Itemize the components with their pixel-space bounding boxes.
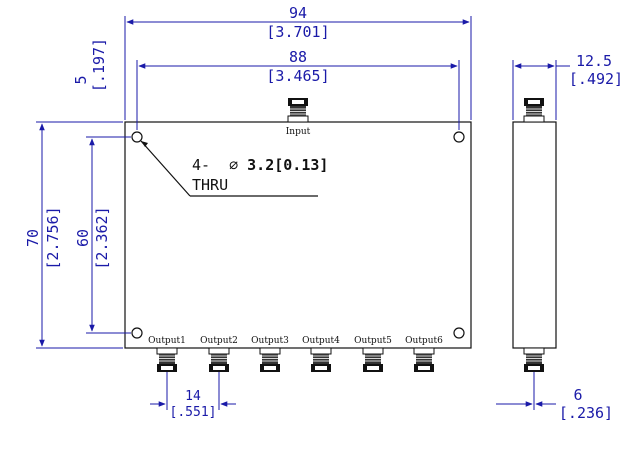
dim-connector-pitch-inch: [.551] bbox=[170, 405, 217, 420]
dim-body-depth-mm: 12.5 bbox=[576, 52, 612, 70]
side-output-connector bbox=[523, 347, 545, 373]
dim-hole-spacing-width-mm: 88 bbox=[289, 48, 307, 66]
front-view: Input Output1 Output2 Output3 Output4 Ou… bbox=[124, 97, 472, 373]
output-label-2: Output2 bbox=[200, 336, 238, 346]
input-label: Input bbox=[286, 127, 311, 137]
hole-callout: 4- ⌀ 3.2[0.13] THRU bbox=[140, 140, 328, 197]
dim-connector-pitch: 14 [.551] bbox=[150, 372, 236, 420]
dim-hole-spacing-width: 88 [3.465] bbox=[136, 48, 460, 130]
dim-connector-offset: 6 [.236] bbox=[496, 372, 613, 422]
dim-hole-spacing-height-mm: 60 bbox=[74, 229, 92, 247]
output-connector-4 bbox=[310, 347, 332, 373]
output-label-5: Output5 bbox=[354, 336, 392, 346]
dim-overall-width-mm: 94 bbox=[289, 4, 307, 22]
dim-overall-height-inch: [2.756] bbox=[44, 206, 62, 269]
dim-hole-edge-offset-mm: 5 bbox=[72, 75, 90, 84]
output-label-1: Output1 bbox=[148, 336, 186, 346]
output-connector-1 bbox=[156, 347, 178, 373]
dim-overall-width: 94 [3.701] bbox=[124, 4, 472, 120]
output-connector-3 bbox=[259, 347, 281, 373]
dim-connector-pitch-mm: 14 bbox=[185, 389, 201, 404]
mounting-hole-bottom-right bbox=[453, 327, 465, 339]
hole-callout-type: THRU bbox=[192, 176, 228, 194]
side-view bbox=[512, 97, 557, 373]
dim-connector-offset-mm: 6 bbox=[573, 386, 582, 404]
output-connector-5 bbox=[362, 347, 384, 373]
mounting-hole-top-right bbox=[453, 131, 465, 143]
input-connector bbox=[287, 97, 309, 123]
dim-overall-height: 70 [2.756] bbox=[24, 121, 123, 349]
output-label-6: Output6 bbox=[405, 336, 443, 346]
dim-hole-spacing-width-inch: [3.465] bbox=[266, 67, 329, 85]
dim-body-depth-inch: [.492] bbox=[569, 70, 623, 88]
output-connector-6 bbox=[413, 347, 435, 373]
output-connector-2 bbox=[208, 347, 230, 373]
side-input-connector bbox=[523, 97, 545, 123]
dim-overall-width-inch: [3.701] bbox=[266, 23, 329, 41]
dim-hole-spacing-height-inch: [2.362] bbox=[93, 206, 111, 269]
hole-callout-size: 4- ⌀ 3.2[0.13] bbox=[192, 156, 328, 174]
output-label-4: Output4 bbox=[302, 336, 340, 346]
side-body-outline bbox=[512, 121, 557, 349]
dim-hole-spacing-height: 60 [2.362] bbox=[74, 136, 131, 334]
dim-body-depth: 12.5 [.492] bbox=[512, 52, 623, 120]
dim-hole-edge-offset-inch: [.197] bbox=[90, 38, 108, 92]
dim-overall-height-mm: 70 bbox=[24, 229, 42, 247]
mounting-hole-top-left bbox=[131, 131, 143, 143]
output-label-3: Output3 bbox=[251, 336, 289, 346]
dim-connector-offset-inch: [.236] bbox=[559, 404, 613, 422]
mounting-hole-bottom-left bbox=[131, 327, 143, 339]
